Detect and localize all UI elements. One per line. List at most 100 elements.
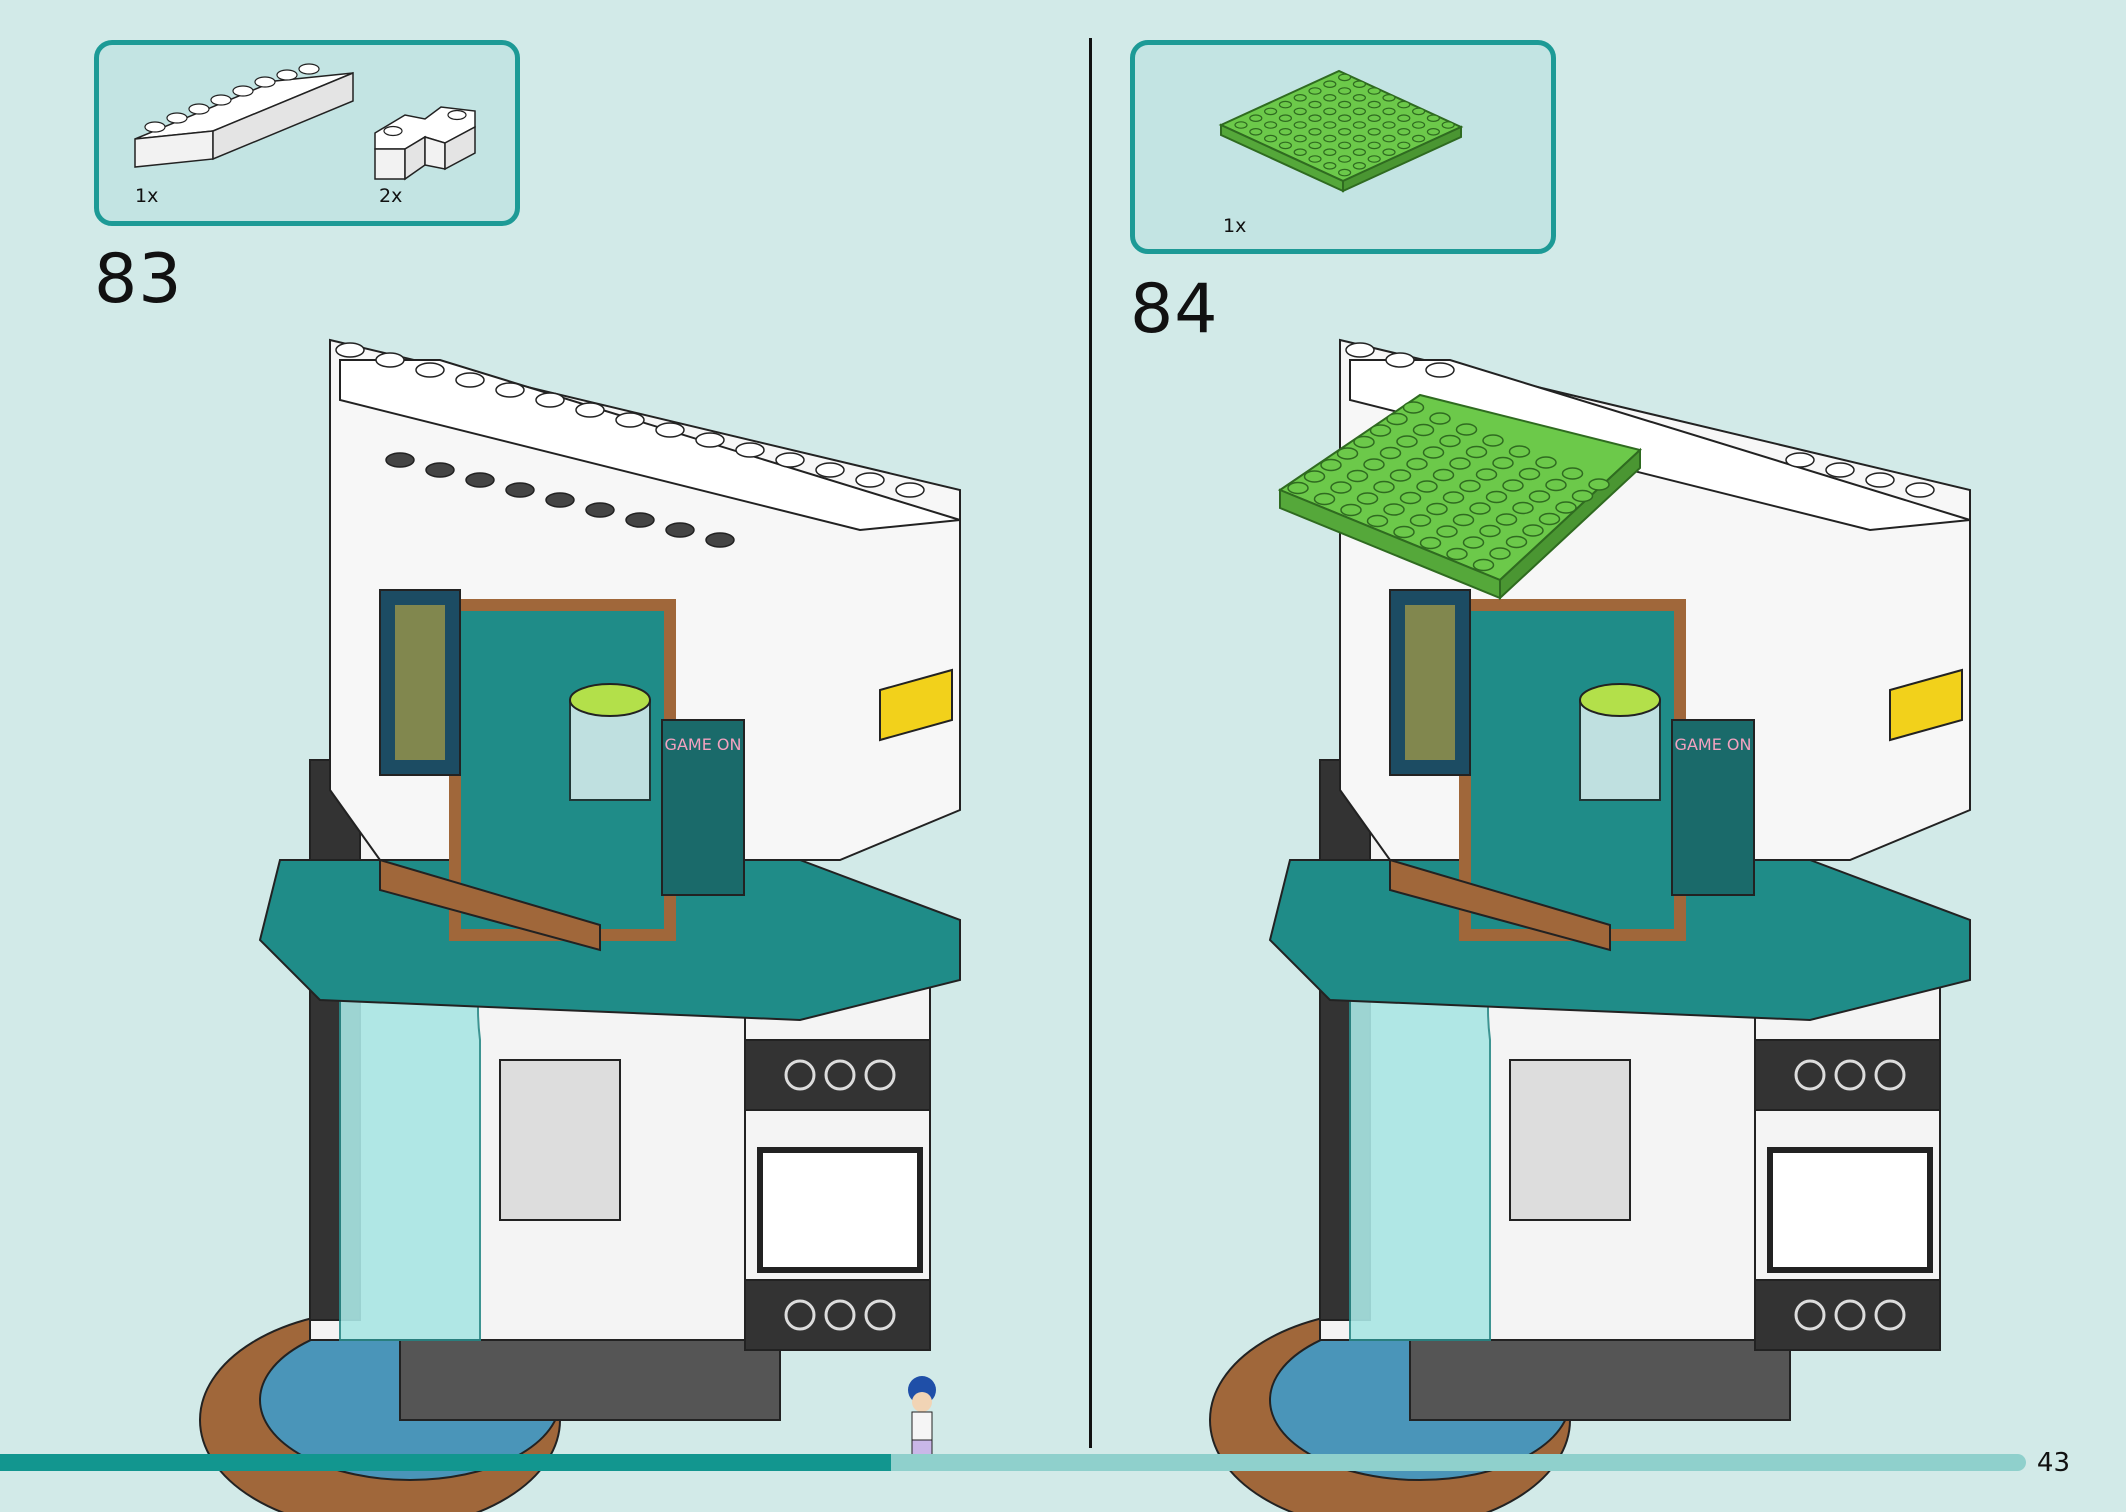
plate-stud	[1337, 100, 1352, 109]
poster-text: GAME ON	[1675, 735, 1752, 754]
plate-stud	[1330, 481, 1352, 494]
plate-stud	[1367, 87, 1381, 95]
plate-stud	[1320, 458, 1342, 472]
plate-stud	[1495, 513, 1518, 526]
plate-stud	[1469, 502, 1491, 515]
plate-stud	[1399, 491, 1422, 505]
plate-stud	[1545, 478, 1567, 492]
progress-bar	[0, 1454, 2026, 1471]
plate-stud	[1379, 446, 1402, 460]
progress-bar-fill	[0, 1454, 892, 1471]
step-number: 84	[1130, 270, 1219, 349]
plate-stud	[1475, 468, 1498, 481]
plate-stud	[1382, 148, 1396, 157]
plate-stud	[1518, 467, 1541, 481]
plate-stud	[1396, 435, 1418, 448]
plate-stud	[1337, 128, 1352, 136]
plate-stud	[1352, 80, 1366, 89]
plate-stud	[1337, 114, 1352, 123]
step-divider	[1089, 38, 1092, 1448]
plate-stud	[1363, 458, 1385, 471]
plate-stud	[1337, 141, 1352, 150]
plate-stud	[1429, 412, 1451, 425]
green-plate-8x8-icon	[1218, 69, 1464, 193]
plate-stud	[1588, 478, 1610, 491]
plate-stud	[1234, 121, 1248, 129]
plate-stud	[1323, 80, 1337, 89]
plate-stud	[1337, 87, 1352, 95]
plate-stud	[1323, 134, 1337, 143]
plate-stud	[1432, 468, 1455, 482]
plate-stud	[1402, 401, 1425, 414]
plate-stud	[1293, 134, 1307, 143]
plate-stud	[1561, 467, 1584, 480]
plate-stud	[1369, 424, 1392, 437]
plate-stud	[1278, 141, 1293, 150]
minifigure-icon	[908, 1376, 936, 1463]
plate-stud	[1571, 489, 1594, 503]
plate-stud	[1352, 93, 1366, 102]
plate-stud	[1340, 503, 1362, 517]
plate-stud	[1352, 121, 1366, 129]
plate-stud	[1352, 134, 1366, 143]
plate-stud	[1409, 514, 1432, 527]
part-quantity: 2x	[379, 185, 403, 207]
plate-stud	[1502, 479, 1524, 492]
plate-stud	[1441, 121, 1455, 129]
plate-stud	[1293, 148, 1307, 157]
plate-stud	[1303, 470, 1326, 483]
plate-stud	[1353, 435, 1375, 449]
plate-stud	[1367, 128, 1381, 136]
plate-stud	[1352, 162, 1366, 170]
plate-stud	[1449, 457, 1471, 470]
plate-stud	[1397, 128, 1411, 136]
plate-stud	[1386, 412, 1408, 426]
plate-stud	[1249, 128, 1263, 136]
plate-stud	[1452, 513, 1475, 527]
plate-stud	[1393, 525, 1415, 539]
plate-stud	[1308, 114, 1322, 123]
plate-stud	[1412, 134, 1426, 143]
plate-stud	[1422, 446, 1445, 459]
plate-stud	[1397, 114, 1411, 123]
plate-stud	[1308, 87, 1322, 95]
plate-stud	[1293, 121, 1307, 129]
plate-stud	[1367, 155, 1381, 163]
parts-callout-step-84: 1x	[1130, 40, 1556, 254]
plate-stud	[1406, 457, 1428, 471]
plate-stud	[1492, 456, 1514, 470]
plate-stud	[1465, 445, 1488, 459]
plate-stud	[1436, 525, 1458, 538]
plate-stud	[1308, 155, 1322, 163]
plate-stud	[1522, 524, 1544, 537]
plate-stud	[1308, 128, 1322, 136]
plate-stud	[1535, 456, 1557, 469]
plate-stud	[1382, 134, 1396, 143]
step-number: 83	[94, 240, 183, 319]
plate-stud	[1323, 93, 1337, 102]
plate-stud	[1472, 558, 1495, 572]
plate-stud	[1287, 481, 1309, 495]
plate-stud	[1489, 547, 1511, 560]
plate-stud	[1455, 423, 1478, 436]
plate-stud	[1416, 480, 1438, 493]
model-illustration-step-83: GAME ON	[199, 338, 961, 1512]
plate-stud	[1508, 445, 1531, 458]
plate-stud	[1397, 141, 1411, 150]
plate-stud	[1337, 155, 1352, 163]
plate-stud	[1459, 479, 1481, 493]
plate-stud	[1505, 535, 1528, 549]
plate-stud	[1337, 168, 1352, 177]
plate-stud	[1555, 501, 1577, 514]
plate-stud	[1293, 93, 1307, 102]
plate-stud	[1382, 93, 1396, 102]
plate-stud	[1323, 121, 1337, 129]
plate-stud	[1356, 492, 1379, 505]
plate-stud	[1323, 148, 1337, 157]
plate-stud	[1278, 100, 1293, 109]
plate-stud	[1412, 121, 1426, 129]
plate-stud	[1419, 536, 1442, 550]
plate-stud	[1346, 469, 1369, 483]
plate-stud	[1366, 514, 1389, 528]
plate-stud	[1323, 107, 1337, 116]
